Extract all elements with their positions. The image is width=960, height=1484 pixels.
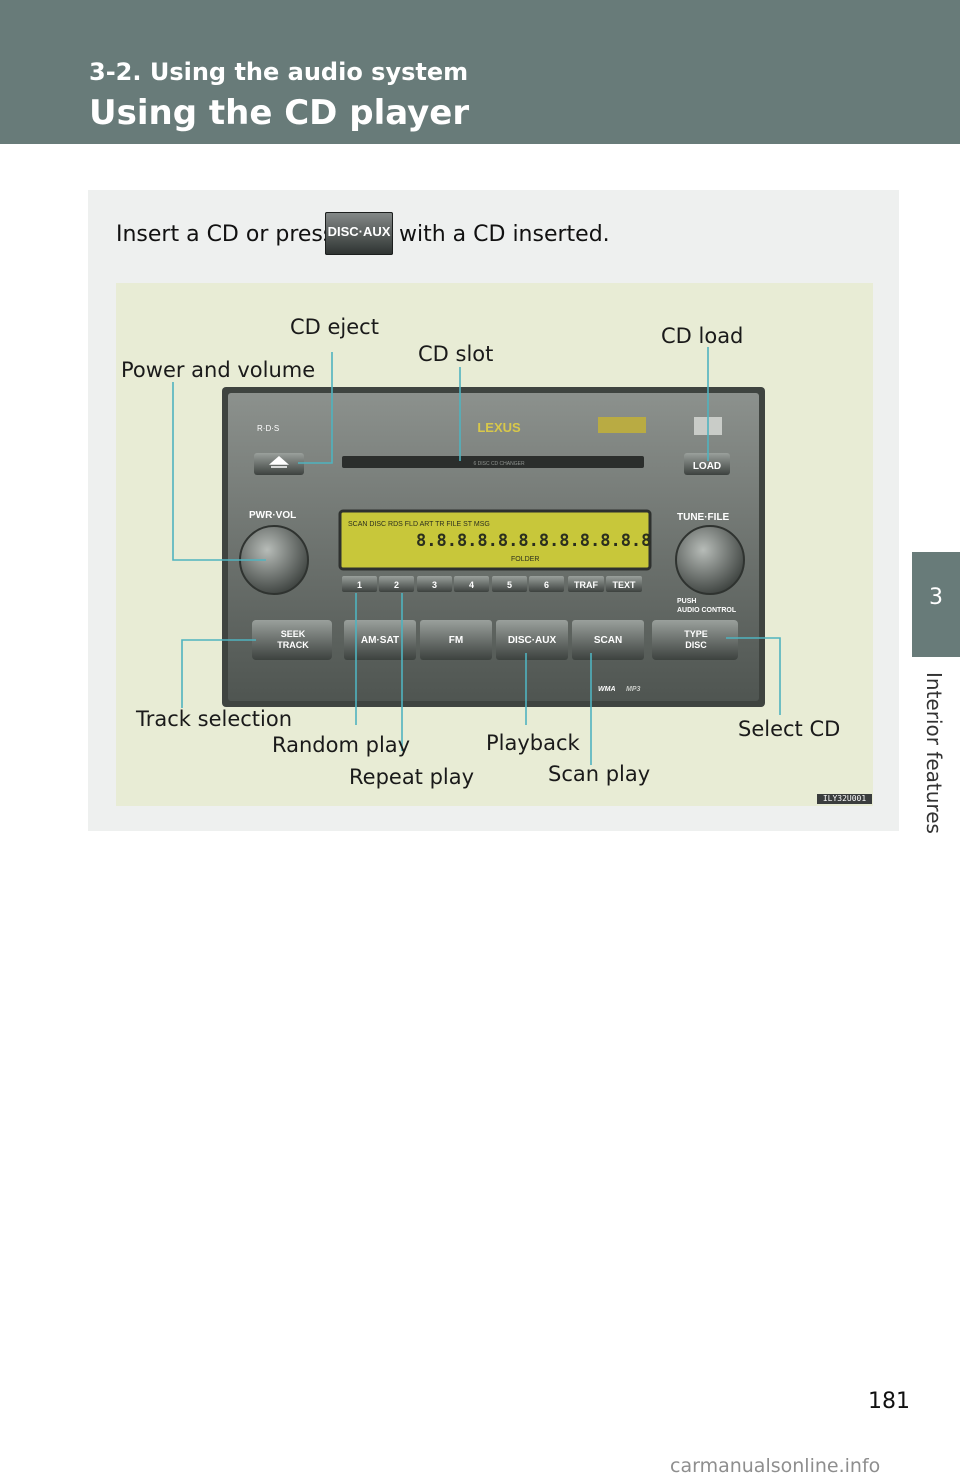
cd-slot [342, 456, 644, 468]
type-label: TYPE [684, 629, 708, 639]
page-number: 181 [868, 1389, 910, 1414]
am-sat-button [344, 620, 416, 660]
disc-label: DISC [685, 640, 707, 650]
preset-button-8 [606, 576, 642, 592]
tune-file-knob [675, 525, 745, 595]
seek-track-button [252, 620, 332, 660]
preset-label-3: 3 [432, 580, 437, 590]
preset-label-1: 1 [357, 580, 362, 590]
scan-label: SCAN [594, 635, 622, 646]
scan-button [572, 620, 644, 660]
instruction-text-end: with a CD inserted. [399, 222, 610, 247]
fm-label: FM [449, 635, 463, 646]
callout-track-selection: Track selection [136, 707, 293, 731]
eject-icon [269, 456, 289, 468]
callout-repeat-play: Repeat play [349, 765, 475, 789]
preset-button-1 [342, 576, 377, 592]
disc-aux-label: DISC·AUX [508, 635, 557, 646]
tune-file-label: TUNE·FILE [677, 512, 730, 523]
lcd-digits: 8.8.8.8.8.8.8.8.8.8.8.8 [416, 531, 651, 551]
disc-aux-button [496, 620, 568, 660]
wma-logo: WMA [598, 686, 616, 693]
chapter-tab[interactable] [912, 552, 960, 656]
preset-label-5: 5 [507, 580, 512, 590]
lcd-status-flags: SCAN DISC RDS FLD ART TR FILE ST MSG [348, 521, 490, 528]
section-label: 3-2. Using the audio system [89, 58, 469, 86]
power-volume-leader [172, 382, 266, 561]
preset-label-8: TEXT [612, 580, 636, 590]
lcd-display [338, 509, 652, 571]
seek-label: SEEK [281, 629, 306, 639]
brand-logo: LEXUS [477, 420, 521, 435]
callout-lines [172, 347, 781, 765]
preset-button-3 [417, 576, 452, 592]
preset-label-6: 6 [544, 580, 549, 590]
instruction-text-start: Insert a CD or press [116, 222, 335, 247]
track-selection-leader [181, 639, 256, 708]
cd-eject-leader [298, 352, 333, 464]
preset-button-row: 1 2 3 4 5 6 TRAF TEXT [342, 576, 642, 592]
preset-label-4: 4 [469, 580, 474, 590]
page-title: Using the CD player [89, 93, 470, 133]
mp3-logo: MP3 [626, 686, 641, 693]
callout-power-volume: Power and volume [121, 358, 316, 382]
callout-select-cd: Select CD [738, 717, 841, 741]
select-cd-leader [726, 637, 781, 715]
cd-player-illustration: R·D·S LEXUS 6 DISC CD CHANGER LOAD PWR·V… [116, 283, 873, 806]
cd-slot-text: 6 DISC CD CHANGER [473, 461, 525, 467]
watermark[interactable]: carmanualsonline.info [670, 1455, 881, 1477]
fm-button [420, 620, 492, 660]
chapter-header: 3-2. Using the audio system Using the CD… [0, 0, 960, 144]
preset-button-6 [529, 576, 564, 592]
preset-button-4 [454, 576, 489, 592]
callout-cd-load: CD load [661, 324, 744, 348]
callout-scan-play: Scan play [548, 762, 651, 786]
load-button-label: LOAD [693, 461, 721, 472]
callout-cd-slot: CD slot [418, 342, 494, 366]
callout-playback: Playback [486, 731, 580, 755]
audio-control-label: AUDIO CONTROL [677, 607, 737, 614]
load-button [684, 453, 730, 475]
pwr-vol-label: PWR·VOL [249, 510, 296, 521]
track-label: TRACK [277, 640, 309, 650]
chapter-tab-divider [912, 656, 960, 657]
disc-aux-button-icon: DISC·AUX [325, 212, 393, 255]
premium-sound-logo [598, 417, 646, 433]
chapter-name: Interior features [922, 672, 946, 834]
push-label: PUSH [677, 598, 696, 605]
preset-label-7: TRAF [574, 580, 598, 590]
figure-id: ILY32U001 [817, 794, 872, 804]
callout-cd-eject: CD eject [290, 315, 379, 339]
preset-button-5 [492, 576, 527, 592]
audio-unit-drawing: R·D·S LEXUS 6 DISC CD CHANGER LOAD PWR·V… [172, 347, 781, 765]
callout-random-play: Random play [272, 733, 411, 757]
chapter-number: 3 [929, 585, 943, 610]
preset-button-2 [379, 576, 414, 592]
lcd-folder: FOLDER [511, 556, 539, 563]
preset-button-7 [568, 576, 604, 592]
rds-logo: R·D·S [257, 424, 279, 433]
preset-label-2: 2 [394, 580, 399, 590]
type-disc-button [652, 620, 738, 660]
am-sat-label: AM·SAT [361, 635, 399, 646]
